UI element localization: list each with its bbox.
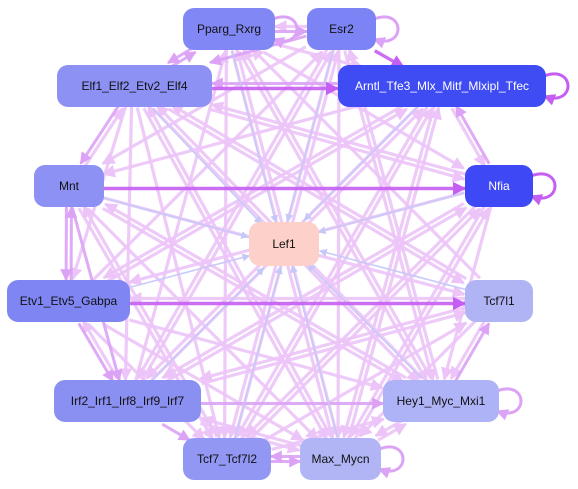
node-esr2[interactable]: Esr2 <box>307 8 376 50</box>
edge-etv1-to-lef1 <box>130 253 251 288</box>
edge-etv1-to-arntl <box>105 107 408 284</box>
node-etv1[interactable]: Etv1_Etv5_Gabpa <box>7 280 130 322</box>
edge-tcf7l1-to-max <box>358 319 478 438</box>
node-label: Tcf7_Tcf7l2 <box>197 452 257 466</box>
edge-tcf7-to-lef1 <box>234 265 283 439</box>
node-elf1[interactable]: Elf1_Elf2_Etv2_Elf4 <box>57 65 212 107</box>
edge-tcf7-to-nfia <box>248 207 481 441</box>
node-label: Lef1 <box>272 237 296 251</box>
self-loop-hey1 <box>495 387 523 421</box>
node-label: Nfia <box>488 179 510 193</box>
node-label: Tcf7l1 <box>483 294 515 308</box>
self-loop-nfia <box>529 172 557 206</box>
edge-pparg-to-nfia <box>263 50 465 170</box>
node-arntl[interactable]: Arntl_Tfe3_Mlx_Mitf_Mlxipl_Tfec <box>338 65 546 107</box>
node-box <box>307 8 376 50</box>
node-nfia[interactable]: Nfia <box>465 165 533 207</box>
nodes-layer: Pparg_Rxrg Esr2Arntl_Tfe3_Mlx_Mitf_Mlxipl… <box>7 8 546 480</box>
node-box <box>54 380 201 422</box>
edge-hey1-to-mnt <box>104 202 407 380</box>
node-irf2[interactable]: Irf2_Irf1_Irf8_Irf9_Irf7 <box>54 380 201 422</box>
node-box <box>465 280 533 322</box>
edge-elf1-to-pparg <box>169 50 197 69</box>
edge-nfia-to-irf2 <box>161 202 465 380</box>
edge-max-to-elf1 <box>146 104 333 438</box>
node-box <box>34 165 104 207</box>
node-label: Mnt <box>59 179 80 193</box>
edge-pparg-to-elf1 <box>166 46 194 65</box>
edge-irf2-to-tcf7 <box>161 422 191 442</box>
edge-pparg-to-arntl <box>273 42 365 71</box>
edge-esr2-to-arntl <box>373 49 405 69</box>
node-box <box>465 165 533 207</box>
self-loop-esr2 <box>372 15 400 49</box>
edge-esr2-to-irf2 <box>136 47 329 380</box>
self-loops-layer <box>271 15 570 479</box>
edges-layer <box>60 20 493 468</box>
edge-irf2-to-nfia <box>164 206 468 384</box>
node-label: Arntl_Tfe3_Mlx_Mitf_Mlxipl_Tfec <box>355 79 529 93</box>
node-box <box>7 280 130 322</box>
edge-arntl-to-nfia <box>450 107 487 168</box>
edge-max-to-irf2 <box>200 415 302 448</box>
edge-nfia-to-lef1 <box>317 191 465 235</box>
node-label: Esr2 <box>329 22 354 36</box>
edge-mnt-to-lef1 <box>103 197 250 239</box>
edge-arntl-to-lef1 <box>303 104 420 221</box>
edge-tcf7l1-to-lef1 <box>318 248 466 291</box>
node-lef1[interactable]: Lef1 <box>249 222 319 266</box>
edge-irf2-to-esr2 <box>140 50 333 383</box>
node-label: Irf2_Irf1_Irf8_Irf9_Irf7 <box>71 394 185 408</box>
edge-pparg-to-hey1 <box>237 50 429 383</box>
edge-elf1-to-tcf7l1 <box>168 107 465 285</box>
node-tcf7[interactable]: Tcf7_Tcf7l2 <box>183 438 271 480</box>
edge-elf1-to-irf2 <box>119 106 134 382</box>
edge-esr2-to-lef1 <box>285 49 335 223</box>
edge-esr2-to-max <box>331 49 345 440</box>
edge-tcf7-to-arntl <box>239 107 434 441</box>
edge-etv1-to-irf2 <box>77 322 115 383</box>
edge-hey1-to-max <box>374 418 405 438</box>
edge-nfia-to-tcf7 <box>245 204 478 438</box>
edge-elf1-to-lef1 <box>151 108 262 225</box>
edge-irf2-to-lef1 <box>149 267 265 383</box>
edge-max-to-arntl <box>347 106 442 440</box>
node-box <box>183 438 271 480</box>
node-pparg[interactable]: Pparg_Rxrg <box>183 8 275 50</box>
node-box <box>183 8 275 50</box>
edge-irf2-to-pparg <box>134 49 229 382</box>
node-label: Max_Mycn <box>311 452 369 466</box>
edge-arntl-to-etv1 <box>102 103 406 280</box>
edge-max-to-hey1 <box>377 422 407 442</box>
node-max[interactable]: Max_Mycn <box>300 438 381 480</box>
node-tcf7l1[interactable]: Tcf7l1 <box>465 280 533 322</box>
edge-tcf7l1-to-pparg <box>250 47 482 280</box>
node-label: Pparg_Rxrg <box>197 22 261 36</box>
self-loop-max <box>377 445 405 479</box>
self-loop-arntl <box>542 72 570 106</box>
node-hey1[interactable]: Hey1_Myc_Mxi1 <box>383 380 499 422</box>
node-mnt[interactable]: Mnt <box>34 165 104 207</box>
edge-max-to-lef1 <box>290 264 339 438</box>
node-label: Hey1_Myc_Mxi1 <box>397 394 486 408</box>
edge-pparg-to-lef1 <box>231 50 279 224</box>
edge-hey1-to-pparg <box>241 47 433 380</box>
edge-hey1-to-tcf7l1 <box>454 322 491 383</box>
edge-elf1-to-mnt <box>79 104 120 165</box>
edge-nfia-to-arntl <box>454 104 491 165</box>
node-box <box>57 65 212 107</box>
node-label: Etv1_Etv5_Gabpa <box>20 294 118 308</box>
node-box <box>338 65 546 107</box>
node-box <box>383 380 499 422</box>
node-box <box>300 438 381 480</box>
edge-hey1-to-lef1 <box>307 263 423 379</box>
node-box <box>249 222 319 266</box>
self-loop-pparg <box>271 15 299 49</box>
node-label: Elf1_Elf2_Etv2_Elf4 <box>81 79 187 93</box>
